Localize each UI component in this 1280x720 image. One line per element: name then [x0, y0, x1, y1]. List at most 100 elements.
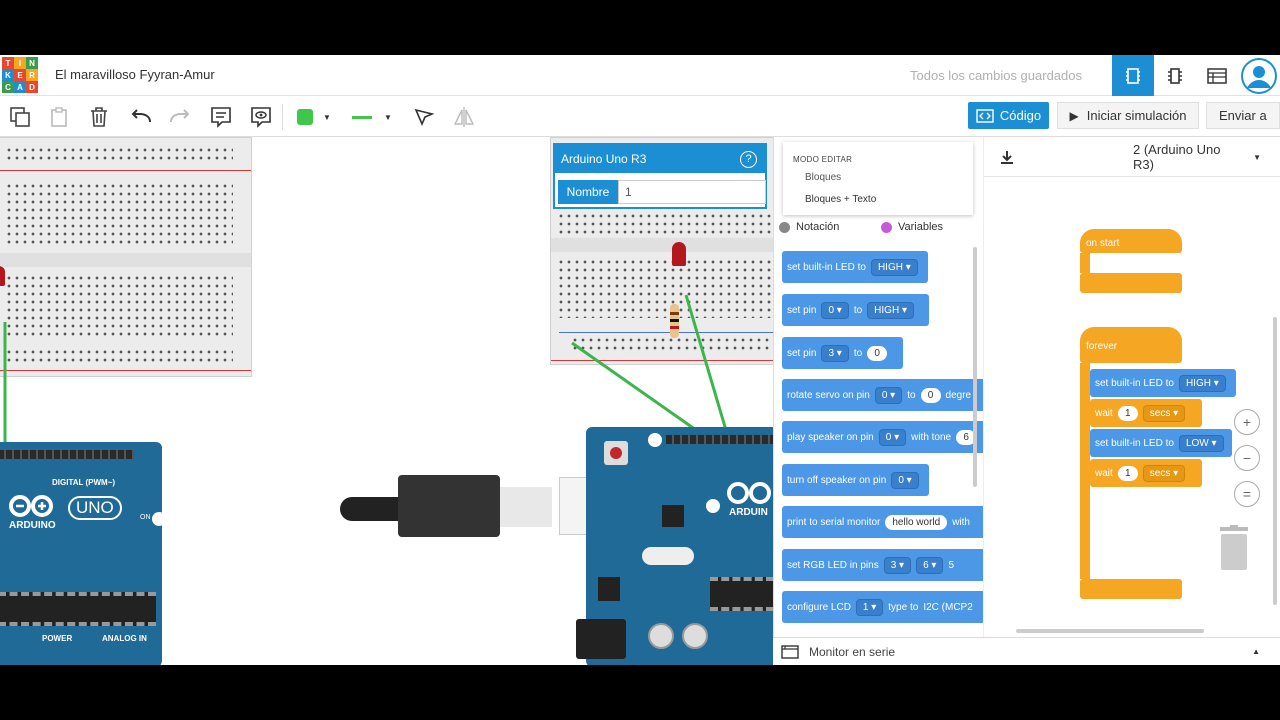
copy-button[interactable]: [7, 104, 33, 130]
block-dropdown[interactable]: 3 ▾: [883, 556, 912, 574]
paste-button[interactable]: [46, 104, 72, 130]
block-dropdown[interactable]: 0 ▾: [878, 428, 907, 446]
category-label: Notación: [796, 221, 840, 233]
time-unit-dropdown[interactable]: secs ▾: [1142, 464, 1186, 482]
block-dropdown[interactable]: HIGH ▾: [870, 258, 918, 276]
set-led-high-block[interactable]: set built-in LED to HIGH ▾: [1090, 369, 1236, 397]
wire[interactable]: [571, 341, 707, 439]
led-state-dropdown[interactable]: HIGH ▾: [1178, 374, 1226, 392]
arduino-board-right[interactable]: ARDUIN: [576, 427, 773, 665]
block-dropdown[interactable]: 3 ▾: [821, 344, 849, 362]
wire[interactable]: [684, 294, 730, 438]
serial-monitor-label: Monitor en serie: [809, 644, 896, 659]
reset-button[interactable]: [604, 441, 628, 465]
workspace-hscrollbar[interactable]: [1016, 629, 1204, 633]
zoom-in-button[interactable]: +: [1234, 409, 1260, 435]
undo-button[interactable]: [128, 104, 154, 130]
wait-block[interactable]: wait 1 secs ▾: [1090, 399, 1202, 427]
power-led: [152, 512, 166, 526]
led-component[interactable]: [0, 266, 5, 286]
power-jack[interactable]: [576, 619, 626, 659]
forever-side: [1080, 363, 1090, 579]
delete-button[interactable]: [86, 104, 112, 130]
block-value-input[interactable]: 0: [920, 387, 941, 403]
fill-color-picker[interactable]: ▼: [291, 104, 337, 130]
user-avatar[interactable]: [1238, 55, 1280, 96]
block-dropdown[interactable]: 6 ▾: [916, 556, 944, 574]
mode-option-blocks-text[interactable]: Bloques + Texto: [805, 194, 877, 205]
eye-note-icon: [251, 107, 271, 128]
chevron-down-icon: ▼: [323, 112, 331, 122]
block-value-input[interactable]: 0: [867, 345, 888, 361]
mirror-button[interactable]: [451, 104, 477, 130]
notes-button[interactable]: [208, 104, 234, 130]
terminal-holes-bottom: [557, 258, 773, 318]
name-label: Nombre: [558, 180, 618, 204]
block-dropdown[interactable]: 1 ▾: [855, 598, 884, 616]
circuit-view-button[interactable]: [1112, 55, 1154, 96]
category-variables[interactable]: Variables: [881, 221, 943, 233]
breadboard-left[interactable]: [0, 137, 252, 377]
code-icon: [976, 108, 994, 123]
category-notation[interactable]: Notación: [779, 221, 839, 233]
help-icon[interactable]: ?: [740, 150, 757, 168]
led-state-dropdown[interactable]: LOW ▾: [1178, 434, 1224, 452]
palette-scrollbar[interactable]: [973, 247, 977, 487]
usb-cable[interactable]: [340, 497, 400, 521]
download-code-button[interactable]: [992, 143, 1022, 171]
workspace-canvas[interactable]: on start forever set built-in LED to HIG…: [984, 177, 1280, 637]
rotate-button[interactable]: [410, 104, 436, 130]
block-value-input[interactable]: 6: [956, 429, 977, 445]
arduino-board-left[interactable]: DIGITAL (PWM~) ARDUINO UNO ON POWER ANAL…: [0, 442, 166, 665]
set-led-low-block[interactable]: set built-in LED to LOW ▾: [1090, 429, 1232, 457]
code-label: Código: [999, 108, 1042, 123]
notes-visibility-button[interactable]: [248, 104, 274, 130]
redo-button[interactable]: [167, 104, 193, 130]
led-state-value: LOW: [1185, 437, 1209, 449]
schematic-view-button[interactable]: [1154, 55, 1196, 96]
project-title[interactable]: El maravilloso Fyyran-Amur: [55, 67, 215, 82]
time-unit-dropdown[interactable]: secs ▾: [1142, 404, 1186, 422]
block-dropdown[interactable]: HIGH ▾: [867, 301, 914, 319]
wait-seconds-input[interactable]: 1: [1117, 465, 1138, 481]
led-red[interactable]: [672, 242, 686, 266]
usb-plug[interactable]: [398, 475, 500, 537]
forever-hat[interactable]: forever: [1080, 327, 1182, 363]
start-simulation-button[interactable]: ▶ Iniciar simulación: [1057, 102, 1199, 129]
component-list-button[interactable]: [1196, 55, 1238, 96]
device-selector[interactable]: 2 (Arduino Uno R3) ▼: [1121, 142, 1261, 172]
send-to-button[interactable]: Enviar a: [1206, 102, 1280, 129]
on-start-hat[interactable]: on start: [1080, 229, 1182, 253]
mode-option-blocks[interactable]: Bloques: [805, 172, 842, 183]
block-text: 5: [948, 559, 954, 571]
serial-monitor-bar[interactable]: Monitor en serie ▲: [773, 637, 1280, 665]
trash-icon[interactable]: [1216, 525, 1252, 571]
logo-letter: I: [14, 57, 26, 69]
block-dropdown[interactable]: 0 ▾: [874, 386, 903, 404]
wait-block[interactable]: wait 1 secs ▾: [1090, 459, 1202, 487]
block-value-input[interactable]: hello world: [885, 514, 948, 530]
resistor[interactable]: [670, 304, 679, 338]
zoom-out-button[interactable]: −: [1234, 445, 1260, 471]
name-input[interactable]: 1: [618, 180, 766, 204]
circuit-canvas[interactable]: DIGITAL (PWM~) ARDUINO UNO ON POWER ANAL…: [0, 137, 773, 665]
block-dropdown[interactable]: 0 ▾: [821, 301, 849, 319]
wire-style-picker[interactable]: ▼: [346, 104, 398, 130]
block-dropdown[interactable]: 0 ▾: [891, 471, 919, 489]
block-text: wait: [1095, 467, 1113, 479]
workspace-vscrollbar[interactable]: [1273, 317, 1277, 605]
forever-foot: [1080, 579, 1182, 599]
wait-seconds-input[interactable]: 1: [1117, 405, 1138, 421]
code-button[interactable]: Código: [968, 102, 1049, 129]
zoom-reset-button[interactable]: =: [1234, 481, 1260, 507]
